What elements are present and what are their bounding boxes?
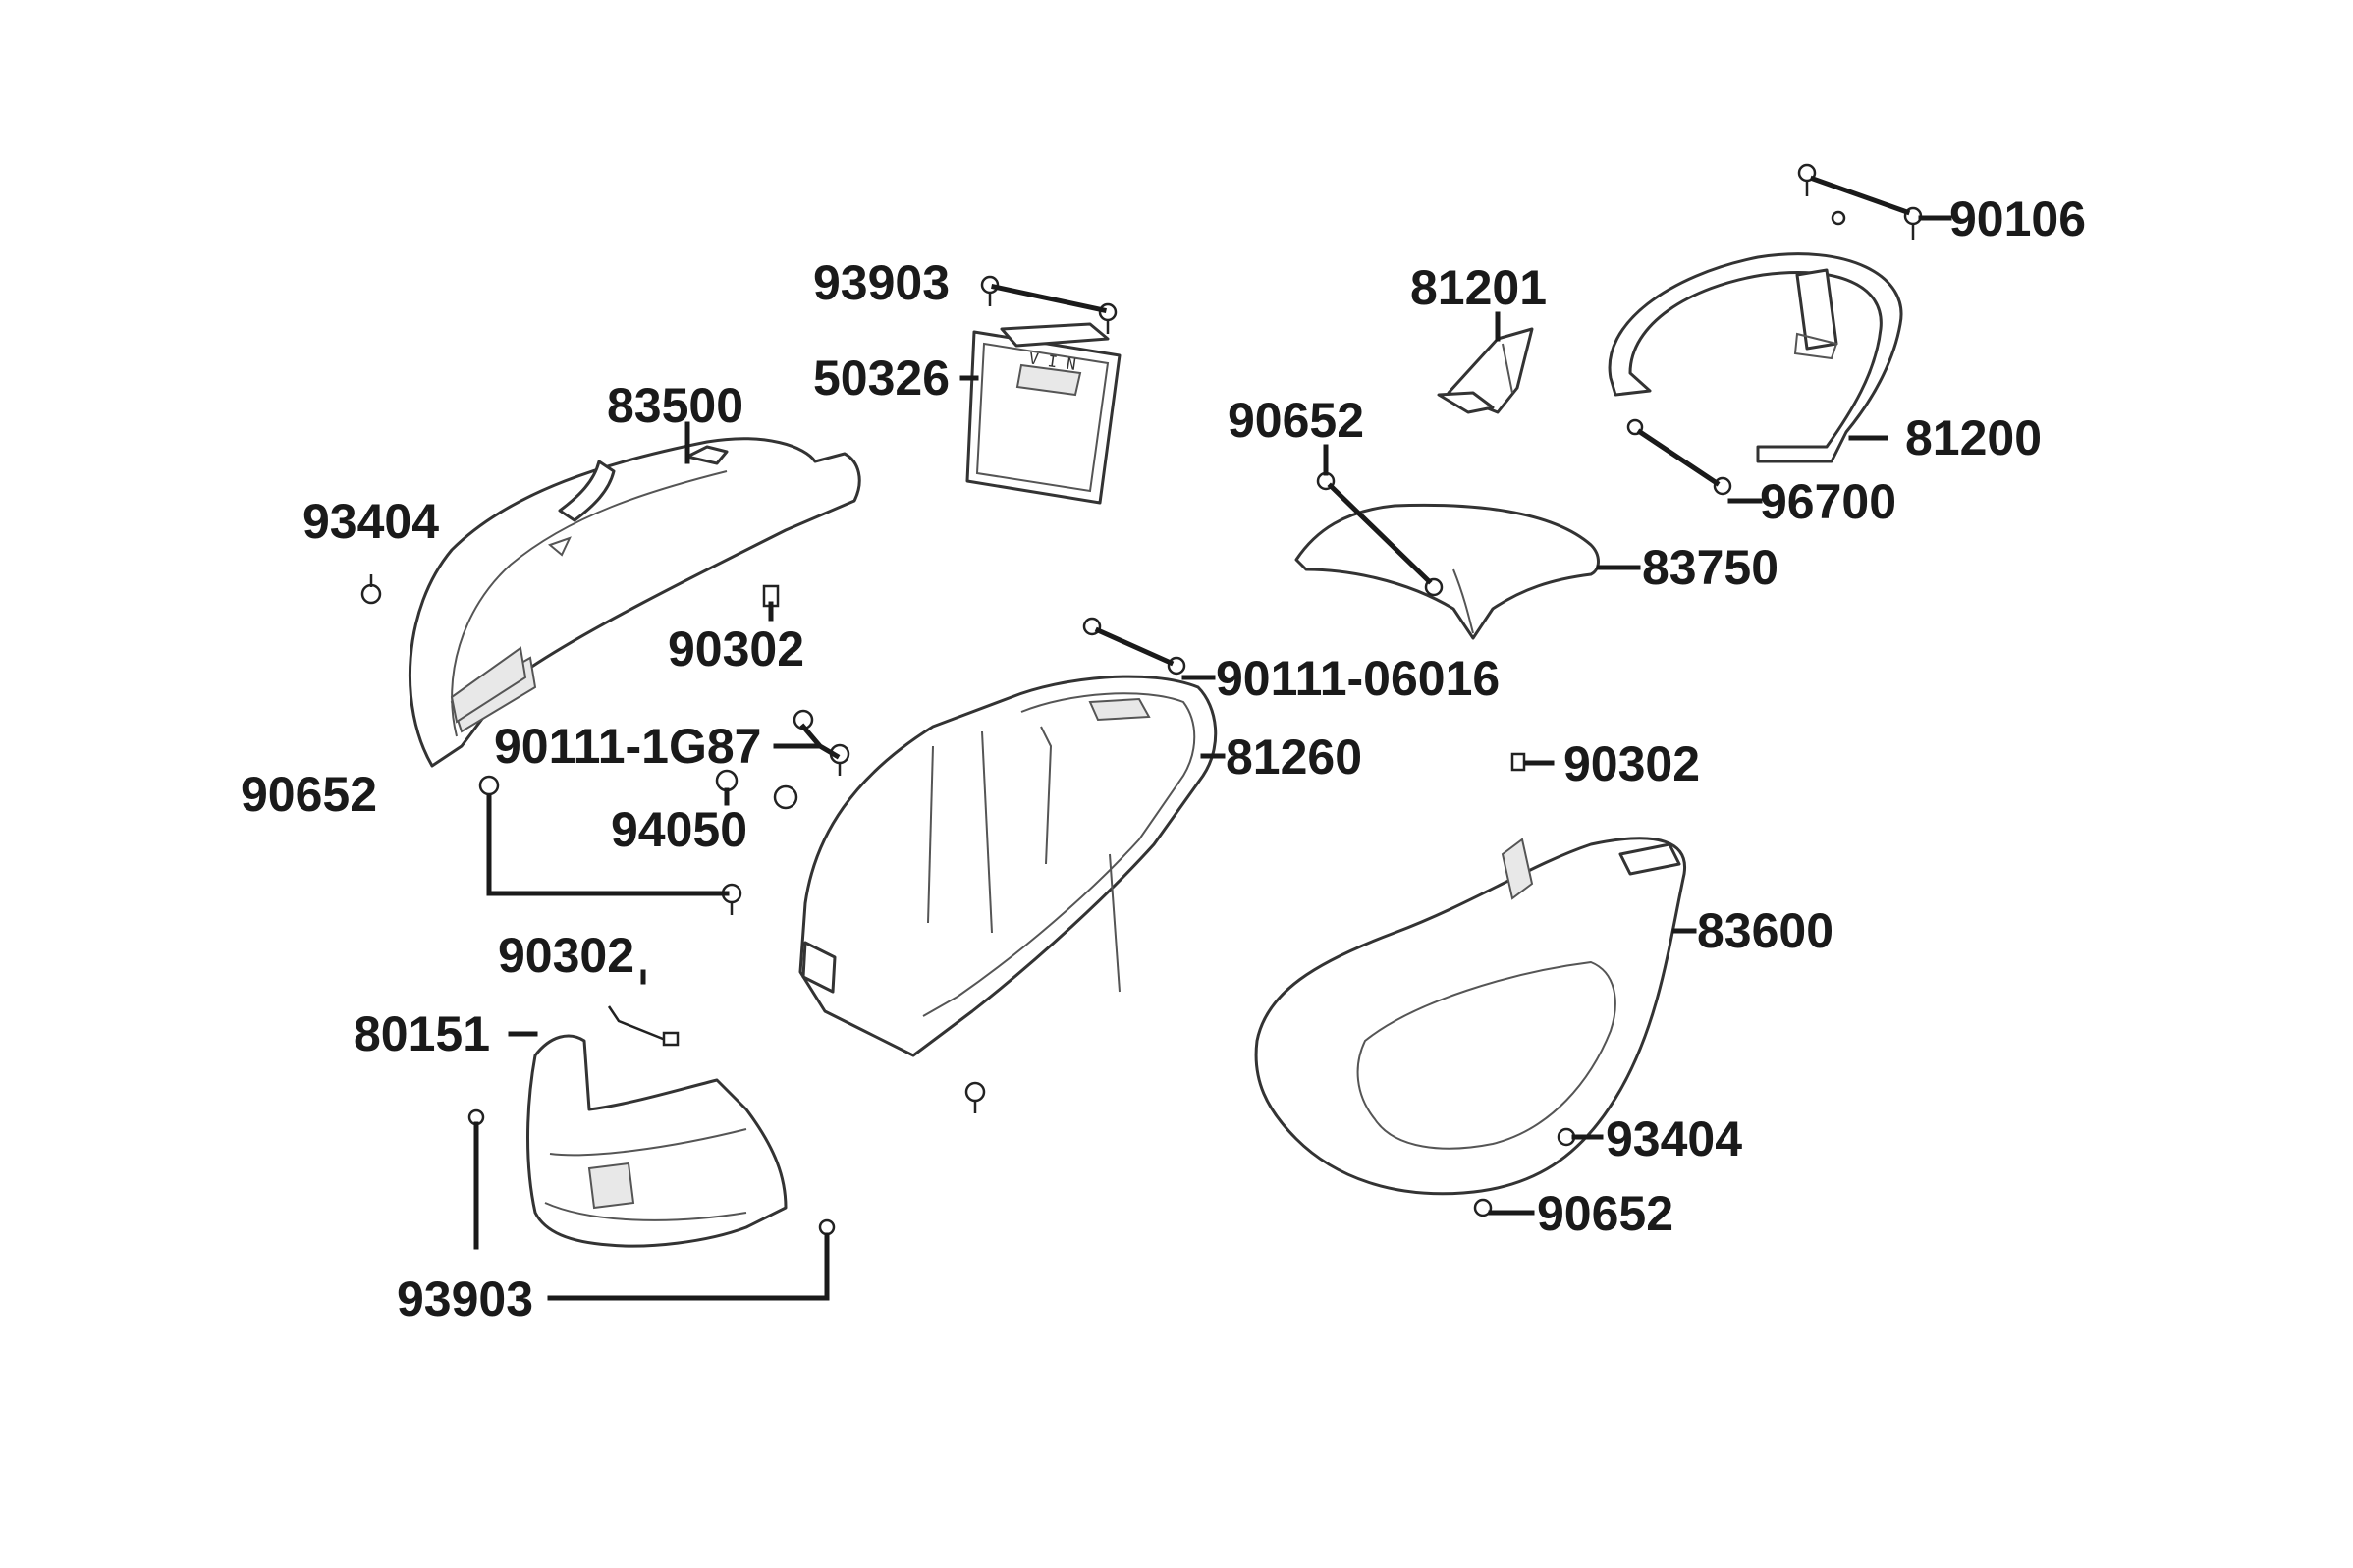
label-90652-left: 90652 [241,767,377,822]
part-81200-grab-rail [1608,252,1903,463]
label-93903-bottom: 93903 [397,1271,533,1326]
label-81201: 81201 [1410,260,1547,315]
part-labels: 93903 50326 83500 93404 90302 90111-1G87… [241,191,2086,1326]
label-83600: 83600 [1697,903,1833,958]
part-50326-vin-cover: V I N [965,322,1122,505]
fasteners [360,163,1923,1236]
label-90111-1G87: 90111-1G87 [494,719,762,774]
label-80151: 80151 [354,1006,490,1061]
label-94050: 94050 [611,802,747,857]
label-83500: 83500 [607,378,743,433]
label-93404-right: 93404 [1606,1111,1742,1166]
label-90302-b: 90302 [498,928,634,983]
part-81260-storage-box [798,675,1218,1057]
label-83750: 83750 [1642,540,1778,595]
label-90106: 90106 [1949,191,2086,246]
label-81260: 81260 [1226,730,1362,784]
part-80151-lower-cover [526,1034,788,1248]
label-93903-top: 93903 [813,255,950,310]
label-90652-mid: 90652 [1228,393,1364,448]
label-96700: 96700 [1760,474,1896,529]
label-81200: 81200 [1905,410,2042,465]
label-50326: 50326 [813,351,950,406]
label-90111-06016: 90111-06016 [1216,651,1500,706]
part-83500-rear-cover [408,437,861,768]
part-81201-bracket [1437,327,1534,414]
label-90302-c: 90302 [1563,736,1700,791]
part-83600-side-cover [1254,837,1687,1196]
label-90652-right: 90652 [1537,1186,1673,1241]
leader-lines [473,175,1952,1301]
label-93404-left: 93404 [302,494,439,549]
label-90302-a: 90302 [668,622,804,676]
part-83750-rear-piece [1294,503,1600,640]
